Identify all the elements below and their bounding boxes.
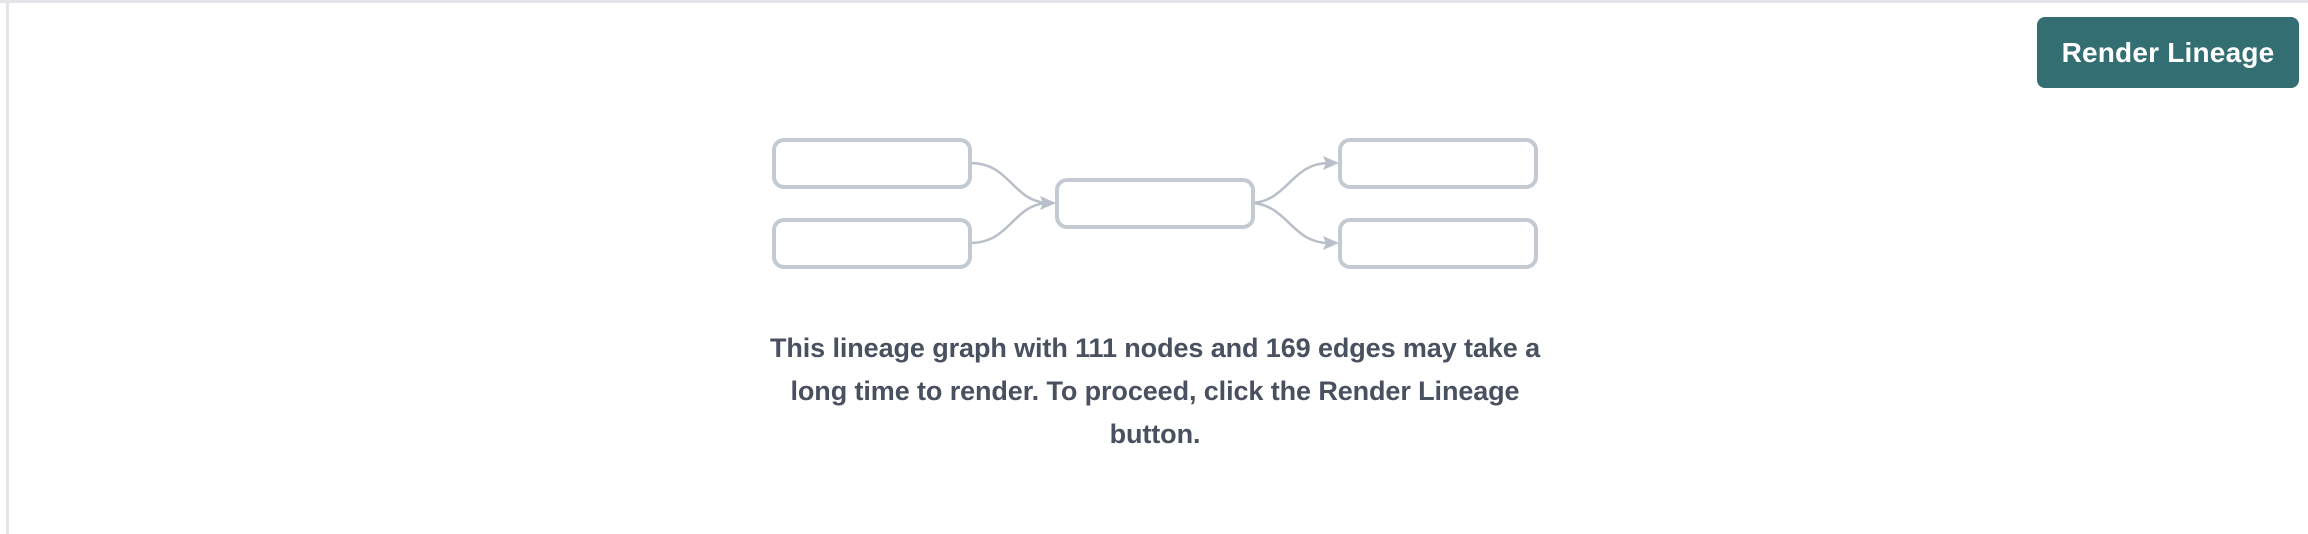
graph-node-downstream-1 <box>1338 138 1538 189</box>
panel-top-divider <box>0 0 2308 3</box>
graph-node-upstream-1 <box>772 138 972 189</box>
graph-node-downstream-2 <box>1338 218 1538 269</box>
graph-node-upstream-2 <box>772 218 972 269</box>
edge-upstream1-center <box>969 161 1047 205</box>
arrowhead-downstream2 <box>1323 236 1339 250</box>
graph-node-center <box>1055 178 1255 229</box>
render-lineage-button[interactable]: Render Lineage <box>2037 17 2299 88</box>
edge-center-downstream1 <box>1252 161 1330 205</box>
arrowhead-center <box>1040 196 1056 210</box>
panel-left-divider <box>6 3 9 534</box>
arrowhead-downstream1 <box>1323 156 1339 170</box>
lineage-size-warning-message: This lineage graph with 111 nodes and 16… <box>769 333 1540 449</box>
edge-center-downstream2 <box>1252 201 1330 245</box>
edge-upstream2-center <box>969 201 1047 245</box>
